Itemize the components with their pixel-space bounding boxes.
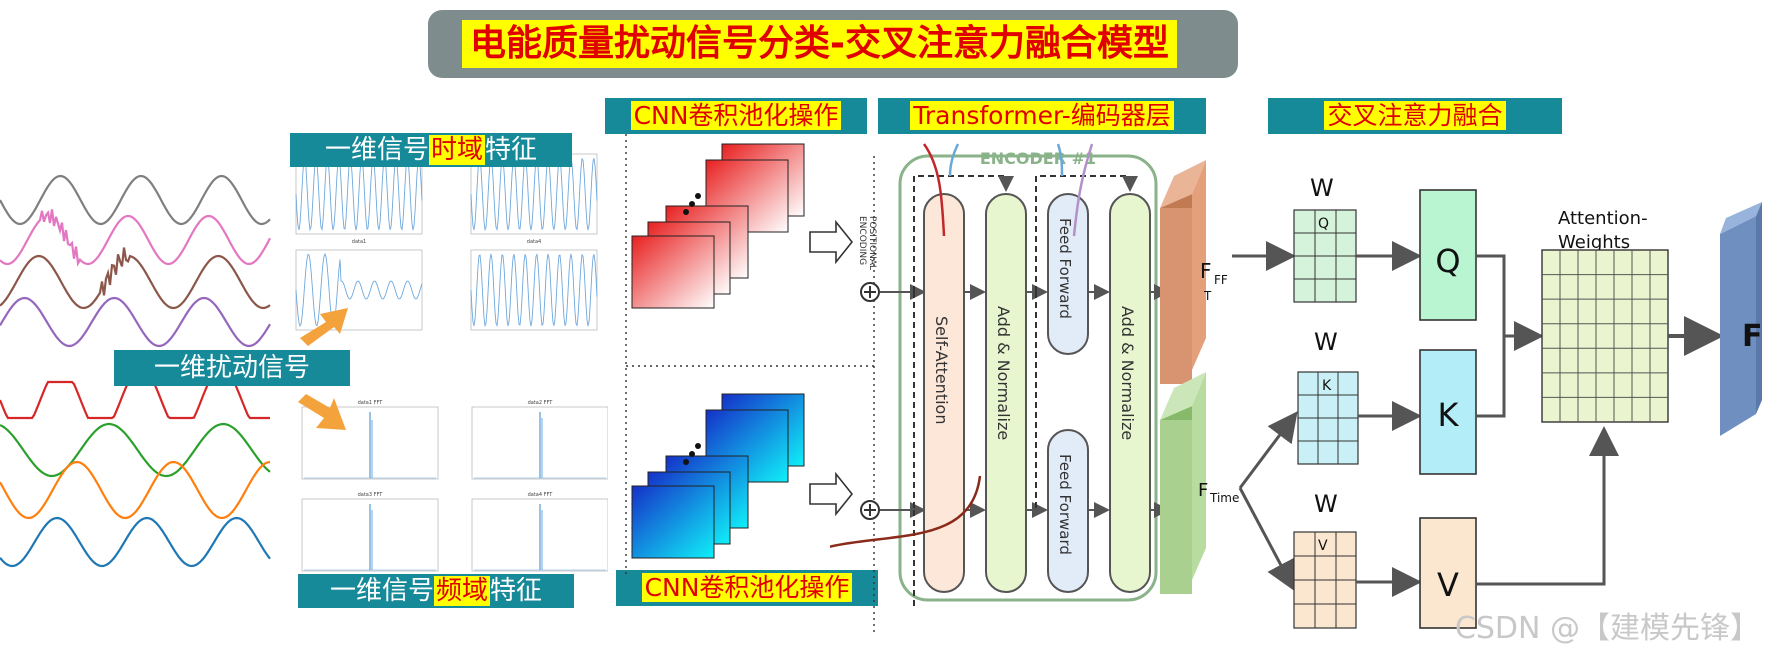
attention-weights-grid: Attention- Weights [1541,208,1669,423]
dotted-separators [625,134,878,632]
positional-encoding-line1: POSITIONAL [867,216,877,270]
cross-attention-fusion: F FF T F Time W Q W K W V Q K [1160,160,1763,629]
freq-plot-2: data2 FFT [471,400,608,480]
add-normalize-block-2 [1109,193,1151,593]
orange-arrow-up-icon [300,308,348,346]
f-time-main: F [1198,480,1208,501]
wq-sub: Q [1318,216,1329,232]
self-attention-block [923,193,965,593]
time-plot-4-axis-label: data4 [527,239,541,245]
v-label: V [1437,566,1459,604]
wv-block: W V [1293,490,1357,629]
k-label: K [1438,396,1460,434]
time-plot-2 [470,153,598,235]
positional-encoding-line2: ENCODING [857,216,867,265]
feed-forward-block-1 [1047,193,1089,355]
freq-plot-4-title: data4 FFT [528,492,554,498]
watermark: CSDN @【建模先锋】 [1454,611,1760,646]
time-feature-pre: 一维信号 [324,135,429,165]
add-normalize-block-1 [985,193,1027,593]
freq-plot-2-title: data2 FFT [528,400,554,406]
q-label: Q [1435,242,1460,280]
feed-forward-label-2: Feed Forward [1056,454,1074,555]
plus-circle-top-icon [860,282,880,302]
cnn-stacks [631,143,854,559]
self-attention-label: Self-Attention [932,316,951,424]
wq-block: W Q [1293,174,1357,303]
waveform-5 [0,380,270,420]
f-fft-block: F FF T [1160,160,1228,384]
v-block [1419,517,1477,629]
add-normalize-label-2: Add & Normalize [1118,306,1137,440]
freq-plot-4: data4 FFT [471,492,608,572]
attention-weights-label-2: Weights [1558,232,1630,253]
hollow-arrow-top-icon [809,219,854,265]
hollow-arrow-bottom-icon [809,471,854,517]
time-feature-highlight: 时域 [428,135,485,165]
freq-feature-highlight: 频域 [433,576,490,606]
freq-feature-label: 一维信号频域特征 [298,574,574,608]
time-domain-plots: data1 data3 data4 [295,153,598,331]
f-fft-sub2: T [1203,289,1212,303]
cnn-feature-maps-top [631,143,805,309]
add-normalize-label-1: Add & Normalize [994,306,1013,440]
waveform-2 [0,209,271,267]
time-feature-post: 特征 [485,135,538,165]
cnn-feature-maps-bottom [631,393,805,559]
cnn-top-header-text: CNN卷积池化操作 [630,101,842,130]
waveform-8 [0,516,271,568]
disturbance-waveforms [0,174,271,568]
wk-block: W K [1297,328,1359,465]
transformer-header: Transformer-编码器层 [878,98,1206,134]
cross-attention-header: 交叉注意力融合 [1268,98,1562,134]
orange-arrows [298,308,348,430]
cnn-bottom-header: CNN卷积池化操作 [616,570,878,606]
freq-feature-post: 特征 [490,576,543,606]
time-plot-1: data1 [295,153,423,245]
f-fft-sub: FF [1214,273,1228,287]
orange-arrow-down-icon [298,394,346,430]
page-title: 电能质量扰动信号分类-交叉注意力融合模型 [462,20,1177,68]
wk-label: W [1314,328,1338,356]
wq-label: W [1310,174,1334,202]
k-block [1419,349,1477,475]
wv-sub: V [1318,538,1328,554]
encoder-title: ENCODER #1 [980,149,1096,168]
waveform-7 [0,460,271,520]
time-plot-3: data3 [295,249,423,331]
time-feature-label: 一维信号时域特征 [290,133,572,167]
f-time-sub: Time [1209,491,1239,505]
cnn-top-header: CNN卷积池化操作 [605,98,867,134]
f-time-block: F Time [1160,372,1239,594]
f-fft-main: F [1200,259,1212,283]
transformer-encoder: ENCODER #1 POSITIONAL ENCODING Self-Atte… [830,143,1170,606]
output-f-label: F [1742,319,1763,354]
wk-sub: K [1322,378,1332,394]
waveform-6 [0,422,271,478]
freq-feature-pre: 一维信号 [329,576,434,606]
freq-plot-3: data3 FFT [301,492,439,572]
cnn-bottom-header-text: CNN卷积池化操作 [641,573,853,602]
waveform-3 [0,247,271,310]
time-plot-1-axis-label: data1 [352,239,366,245]
time-plot-4: data4 [470,239,598,331]
waveform-4 [0,296,271,348]
output-f-block: F [1720,202,1763,436]
wv-label: W [1314,490,1338,518]
feed-forward-label-1: Feed Forward [1056,218,1074,319]
attention-weights-label-1: Attention- [1558,208,1648,229]
positional-encoding-label: POSITIONAL ENCODING [857,216,877,270]
waveform-1 [0,174,271,226]
freq-plot-3-title: data3 FFT [358,492,384,498]
cross-attention-header-text: 交叉注意力融合 [1324,101,1506,130]
transformer-header-text: Transformer-编码器层 [910,101,1174,130]
freq-plot-1-title: data1 FFT [358,400,384,406]
plus-circle-bottom-icon [860,500,880,520]
disturbance-signal-label: 一维扰动信号 [114,350,350,386]
